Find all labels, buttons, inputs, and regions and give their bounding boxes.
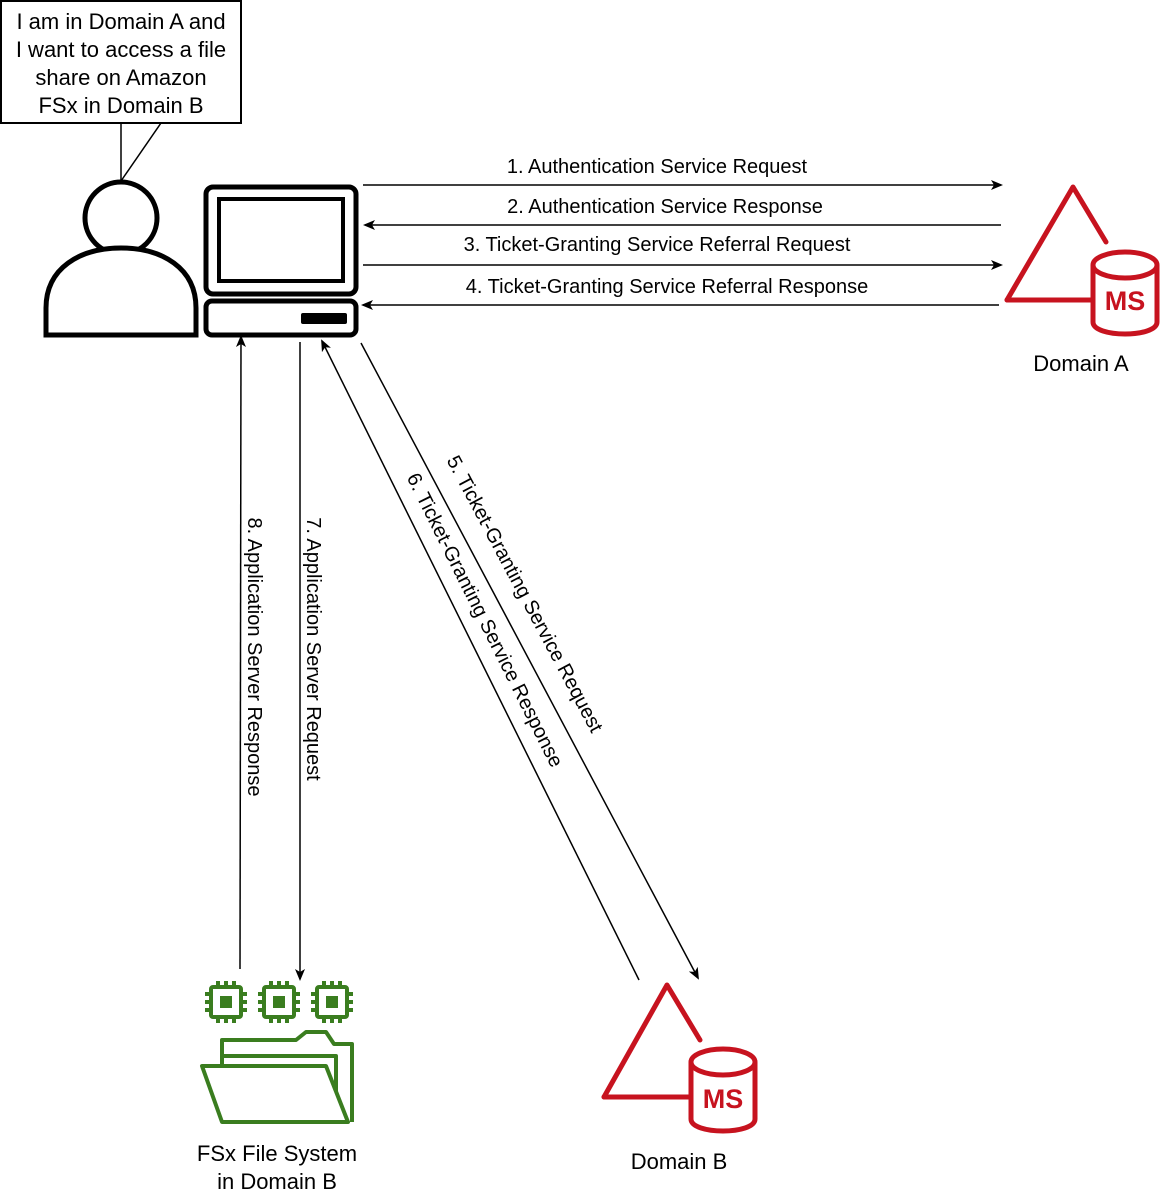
arrow-5 — [360, 342, 699, 980]
flow-label-1: 1. Authentication Service Request — [507, 156, 808, 178]
chip-icon — [205, 981, 247, 1023]
flow-label-2: 2. Authentication Service Response — [507, 196, 823, 218]
user-callout: I am in Domain A and I want to access a … — [0, 0, 242, 182]
domain-b-label: Domain B — [631, 1149, 728, 1174]
domain-b-icon: MS — [601, 982, 758, 1134]
arrow-8 — [235, 335, 246, 970]
domain-b-ms-badge: MS — [703, 1084, 744, 1114]
computer-icon — [203, 184, 359, 338]
callout-line-1: I am in Domain A and — [16, 9, 225, 34]
fsx-label-line-1: FSx File System — [197, 1141, 357, 1166]
callout-line-4: FSx in Domain B — [38, 93, 203, 118]
callout-line-2: I want to access a file — [16, 37, 226, 62]
arrow-6 — [321, 339, 640, 981]
domain-a-icon: MS — [1004, 184, 1160, 337]
callout-line-3: share on Amazon — [35, 65, 206, 90]
chip-icon — [258, 981, 300, 1023]
fsx-file-system-icon — [200, 981, 354, 1124]
chip-icon — [311, 981, 353, 1023]
user-icon — [43, 179, 199, 338]
domain-a-label: Domain A — [1033, 351, 1129, 376]
flow-label-4: 4. Ticket-Granting Service Referral Resp… — [466, 276, 868, 298]
flow-label-7: 7. Application Server Request — [302, 517, 324, 781]
domain-a-ms-badge: MS — [1105, 286, 1146, 316]
flow-label-3: 3. Ticket-Granting Service Referral Requ… — [464, 234, 851, 256]
folder-icon — [200, 1030, 354, 1124]
fsx-label-line-2: in Domain B — [217, 1169, 337, 1194]
flow-label-8: 8. Application Server Response — [243, 517, 265, 796]
